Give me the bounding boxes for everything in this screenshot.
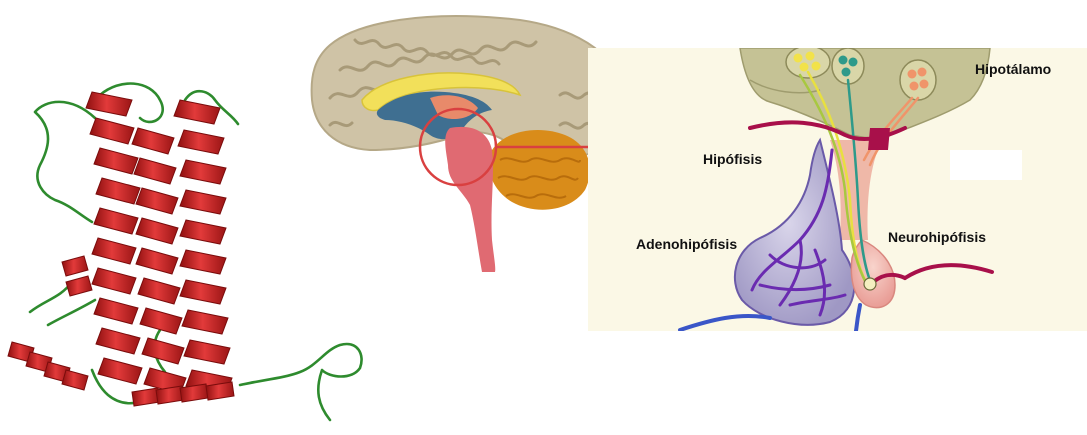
cerebellum (489, 130, 590, 210)
label-neurohipofisis: Neurohipófisis (888, 229, 986, 245)
label-hipofisis: Hipófisis (703, 151, 762, 167)
protein-helices (8, 92, 234, 406)
brainstem (445, 127, 495, 272)
pituitary-gland-diagram (588, 46, 1087, 331)
label-hipotalamo: Hipotálamo (975, 61, 1051, 77)
label-adenohipofisis: Adenohipófisis (636, 236, 737, 252)
brain-sagittal-section (312, 16, 626, 272)
protein-helix-structure (8, 84, 362, 420)
